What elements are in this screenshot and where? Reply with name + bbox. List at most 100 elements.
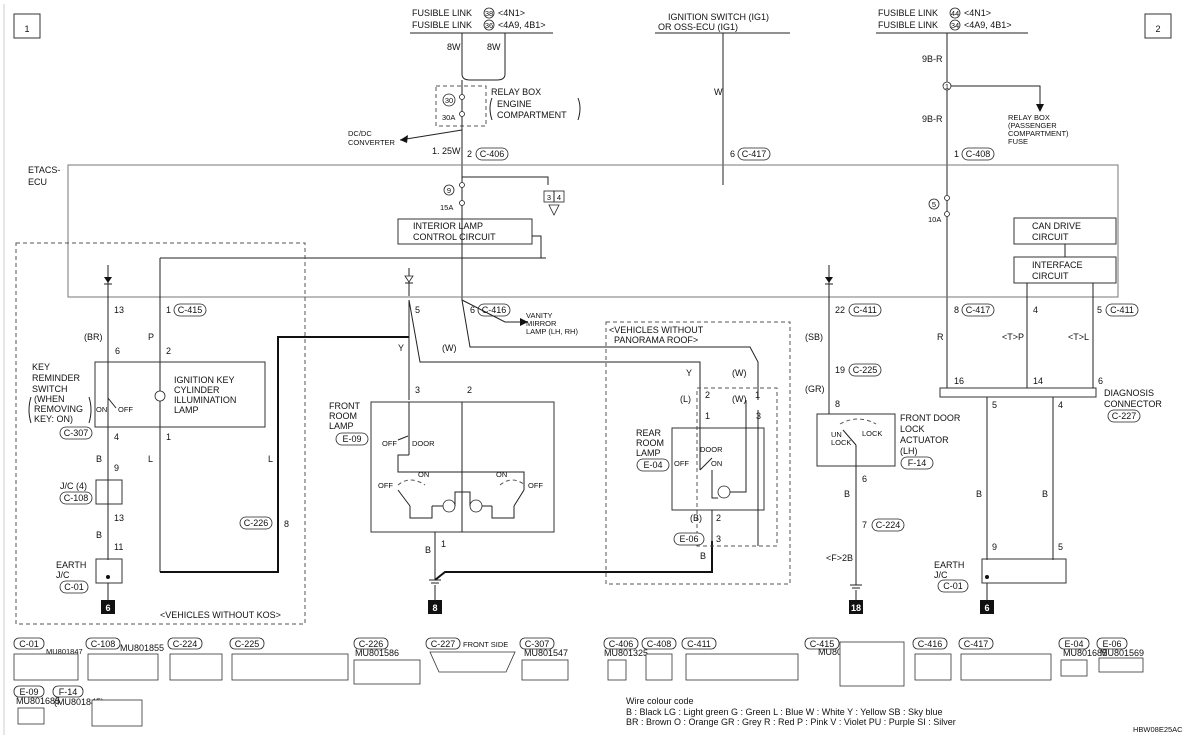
svg-text:C-417: C-417 xyxy=(964,639,989,649)
svg-text:5: 5 xyxy=(415,305,420,315)
svg-text:RELAY BOX: RELAY BOX xyxy=(491,87,541,97)
svg-text:INTERIOR LAMP: INTERIOR LAMP xyxy=(413,221,483,231)
can-drive-circuit: CAN DRIVE CIRCUIT xyxy=(1013,217,1117,245)
svg-text:FRONT DOOR: FRONT DOOR xyxy=(900,413,961,423)
svg-text:EARTH: EARTH xyxy=(934,560,964,570)
svg-text:OFF: OFF xyxy=(382,439,397,448)
svg-text:Y: Y xyxy=(686,368,692,378)
earth-jc-left: EARTH J/C C-01 xyxy=(56,558,123,594)
svg-text:8W: 8W xyxy=(447,42,461,52)
svg-text:(MU801845): (MU801845) xyxy=(54,697,104,707)
svg-text:<4N1>: <4N1> xyxy=(964,8,991,18)
lamp-icon xyxy=(154,390,166,402)
svg-text:C-411: C-411 xyxy=(853,305,877,315)
svg-text:SWITCH: SWITCH xyxy=(32,384,68,394)
ignition-key-cylinder-lamp: IGNITION KEY CYLINDER ILLUMINATION LAMP xyxy=(174,375,236,415)
svg-text:1. 25W: 1. 25W xyxy=(432,146,461,156)
svg-text:OFF: OFF xyxy=(528,481,543,490)
diagnosis-connector: DIAGNOSIS CONNECTOR C-227 xyxy=(939,387,1162,423)
svg-text:8W: 8W xyxy=(487,42,501,52)
svg-text:CONNECTOR: CONNECTOR xyxy=(1104,399,1162,409)
svg-text:13: 13 xyxy=(114,305,124,315)
svg-text:C-108: C-108 xyxy=(91,639,116,649)
svg-text:LOCK: LOCK xyxy=(900,424,925,434)
interface-circuit: INTERFACE CIRCUIT xyxy=(1013,256,1117,284)
svg-text:34: 34 xyxy=(951,21,959,30)
svg-text:FUSIBLE LINK: FUSIBLE LINK xyxy=(878,20,938,30)
panorama-region xyxy=(605,321,791,585)
ignition-switch-source: IGNITION SWITCH (IG1) OR OSS-ECU (IG1) xyxy=(655,12,790,34)
svg-text:C-411: C-411 xyxy=(1110,305,1134,315)
svg-text:ON: ON xyxy=(418,470,429,479)
svg-text:CIRCUIT: CIRCUIT xyxy=(1032,271,1069,281)
svg-text:ON: ON xyxy=(96,405,107,414)
svg-text:6: 6 xyxy=(730,149,735,159)
svg-text:(W): (W) xyxy=(732,368,747,378)
svg-text:INTERFACE: INTERFACE xyxy=(1032,260,1083,270)
svg-text:J/C: J/C xyxy=(934,570,948,580)
svg-text:C-224: C-224 xyxy=(173,639,198,649)
svg-text:CIRCUIT: CIRCUIT xyxy=(1032,232,1069,242)
document-code: HBW08E25AC xyxy=(1133,725,1183,734)
svg-text:<4A9, 4B1>: <4A9, 4B1> xyxy=(498,20,546,30)
svg-text:E-09: E-09 xyxy=(342,434,361,444)
svg-text:14: 14 xyxy=(1033,376,1043,386)
front-lamp-bulb-icon xyxy=(469,499,483,513)
svg-text:MU801586: MU801586 xyxy=(355,648,399,658)
svg-text:ROOM: ROOM xyxy=(329,411,357,421)
svg-text:16: 16 xyxy=(954,376,964,386)
svg-text:Wire colour code: Wire colour code xyxy=(626,696,694,706)
svg-text:2: 2 xyxy=(467,385,472,395)
svg-text:1: 1 xyxy=(166,432,171,442)
svg-text:C-227: C-227 xyxy=(431,639,456,649)
svg-text:COMPARTMENT: COMPARTMENT xyxy=(497,110,567,120)
svg-text:C-408: C-408 xyxy=(647,639,672,649)
svg-text:L: L xyxy=(148,454,153,464)
svg-text:OR OSS-ECU (IG1): OR OSS-ECU (IG1) xyxy=(658,22,738,32)
rear-lamp-bulb-icon xyxy=(717,485,731,499)
svg-text:MU801855: MU801855 xyxy=(120,643,164,653)
svg-text:DIAGNOSIS: DIAGNOSIS xyxy=(1104,388,1154,398)
svg-text:E-06: E-06 xyxy=(1102,639,1121,649)
svg-text:OFF: OFF xyxy=(118,405,133,414)
svg-text:7: 7 xyxy=(862,520,867,530)
svg-text:C-417: C-417 xyxy=(742,149,767,159)
svg-text:ON: ON xyxy=(496,470,507,479)
svg-text:44: 44 xyxy=(951,9,959,18)
svg-text:36: 36 xyxy=(485,21,493,30)
svg-text:REMINDER: REMINDER xyxy=(32,373,81,383)
svg-text:MU801325: MU801325 xyxy=(604,648,648,658)
svg-text:9: 9 xyxy=(114,463,119,473)
svg-text:4: 4 xyxy=(1033,305,1038,315)
svg-text:18: 18 xyxy=(851,603,861,613)
svg-text:1: 1 xyxy=(166,305,171,315)
svg-text:DOOR: DOOR xyxy=(700,445,723,454)
front-room-lamp: FRONT ROOM LAMP E-09 OFF DOOR ON ON OFF … xyxy=(329,401,555,533)
svg-text:C-406: C-406 xyxy=(480,149,505,159)
svg-text:<4N1>: <4N1> xyxy=(498,8,525,18)
svg-text:3: 3 xyxy=(415,385,420,395)
svg-text:15A: 15A xyxy=(440,203,453,212)
svg-text:MU801847: MU801847 xyxy=(46,647,83,656)
svg-text:9B-R: 9B-R xyxy=(922,54,943,64)
svg-text:E-04: E-04 xyxy=(1064,639,1083,649)
svg-text:6: 6 xyxy=(1098,376,1103,386)
svg-text:C-411: C-411 xyxy=(687,639,711,649)
svg-text:C-01: C-01 xyxy=(19,639,39,649)
svg-text:C-406: C-406 xyxy=(609,639,634,649)
ground-point-18 xyxy=(849,600,863,614)
svg-text:(GR): (GR) xyxy=(805,384,825,394)
svg-text:OFF: OFF xyxy=(674,459,689,468)
svg-text:(SB): (SB) xyxy=(805,332,823,342)
svg-text:5: 5 xyxy=(992,400,997,410)
svg-text:6: 6 xyxy=(862,474,867,484)
svg-text:9B-R: 9B-R xyxy=(922,114,943,124)
svg-text:C-416: C-416 xyxy=(918,639,943,649)
fusible-link-right: FUSIBLE LINK 44 <4N1> FUSIBLE LINK 34 <4… xyxy=(876,7,1028,34)
svg-text:FUSE: FUSE xyxy=(1008,137,1028,146)
svg-text:2: 2 xyxy=(1155,24,1160,34)
svg-text:38: 38 xyxy=(485,9,493,18)
joint-connector-4: J/C (4) C-108 xyxy=(59,479,123,505)
svg-text:C-01: C-01 xyxy=(943,581,963,591)
